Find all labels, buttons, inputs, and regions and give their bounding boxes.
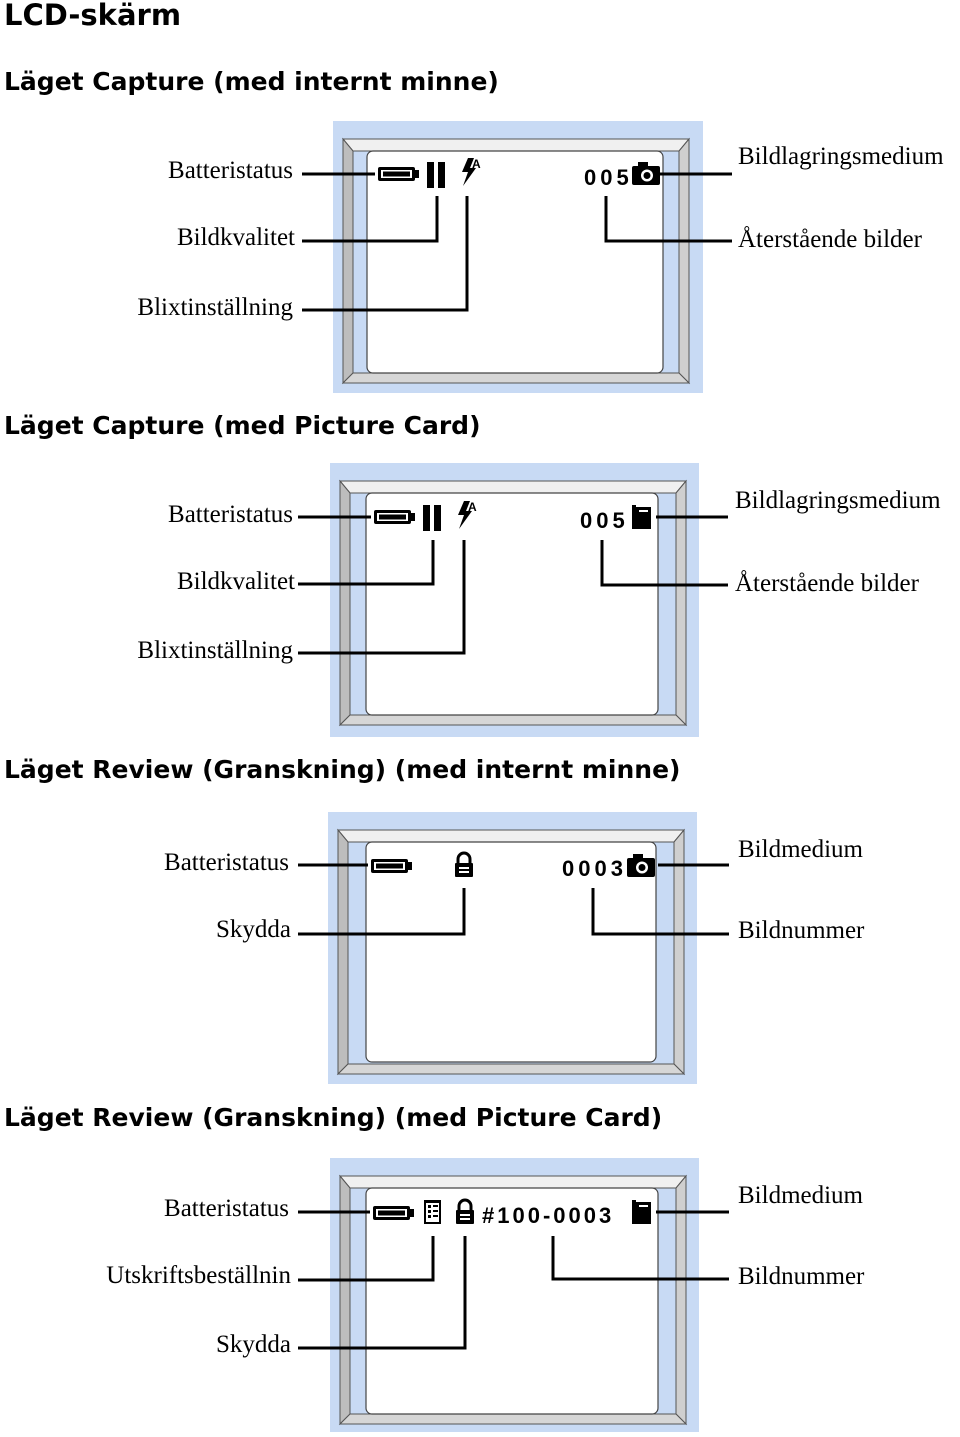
label-remaining-images: Återstående bilder [738, 226, 922, 253]
image-number-counter: #100-0003 [482, 1203, 614, 1228]
section-title-review-internal: Läget Review (Granskning) (med internt m… [4, 755, 681, 784]
flash-auto-icon [458, 500, 477, 529]
label-image-number: Bildnummer [738, 917, 865, 944]
picture-card-icon [632, 505, 651, 529]
remaining-counter: 005 [584, 165, 633, 190]
lock-icon [453, 851, 475, 879]
label-protect: Skydda [216, 1331, 291, 1358]
label-image-medium: Bildmedium [738, 1182, 863, 1209]
lcd-screen-review-card [330, 1158, 699, 1437]
lcd-screen-review-internal [328, 812, 697, 1089]
battery-icon [373, 1206, 414, 1220]
page-title: LCD-skärm [4, 0, 182, 32]
label-image-quality: Bildkvalitet [176, 224, 295, 251]
label-battery-status: Batteristatus [168, 157, 293, 184]
label-print-order: Utskriftsbeställnin [106, 1262, 291, 1289]
label-image-medium: Bildmedium [738, 836, 863, 863]
lcd-screen-capture-internal [333, 121, 703, 398]
label-battery-status: Batteristatus [164, 849, 289, 876]
lock-icon [454, 1198, 476, 1226]
camera-icon [627, 854, 655, 877]
label-image-quality: Bildkvalitet [176, 568, 295, 595]
quality-icon [427, 162, 445, 188]
section-title-review-card: Läget Review (Granskning) (med Picture C… [4, 1103, 663, 1132]
battery-icon [371, 859, 412, 873]
flash-auto-icon [462, 157, 481, 186]
label-battery-status: Batteristatus [164, 1195, 289, 1222]
section-title-capture-internal: Läget Capture (med internt minne) [4, 67, 499, 96]
quality-icon [423, 505, 441, 531]
label-remaining-images: Återstående bilder [735, 570, 919, 597]
picture-card-icon [632, 1200, 651, 1224]
image-number-counter: 0003 [562, 856, 627, 881]
label-storage-medium: Bildlagringsmedium [738, 143, 944, 170]
battery-icon [378, 167, 419, 181]
label-battery-status: Batteristatus [168, 501, 293, 528]
label-storage-medium: Bildlagringsmedium [735, 487, 941, 514]
label-flash-setting: Blixtinställning [137, 294, 293, 321]
label-image-number: Bildnummer [738, 1263, 865, 1290]
camera-icon [632, 162, 660, 185]
battery-icon [374, 510, 415, 524]
remaining-counter: 005 [580, 508, 629, 533]
print-order-icon [424, 1200, 441, 1224]
label-flash-setting: Blixtinställning [137, 637, 293, 664]
section-title-capture-card: Läget Capture (med Picture Card) [4, 411, 481, 440]
label-protect: Skydda [216, 916, 291, 943]
